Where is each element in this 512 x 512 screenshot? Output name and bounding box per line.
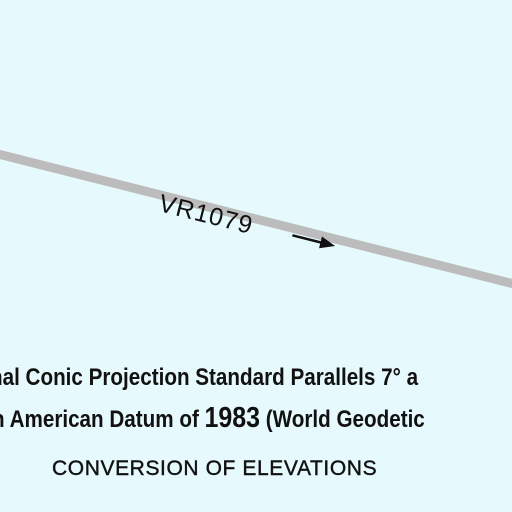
arrow-right-icon [292, 234, 336, 249]
route-label: VR1079 [156, 189, 256, 240]
projection-note: nal Conic Projection Standard Parallels … [0, 364, 418, 392]
datum-note: n American Datum of 1983 (World Geodetic [0, 402, 425, 435]
route-label-group: VR1079 [156, 189, 336, 249]
vr-route-line [0, 149, 512, 289]
datum-prefix: n American Datum of [0, 406, 205, 433]
conversion-heading: CONVERSION OF ELEVATIONS [52, 457, 377, 481]
datum-suffix: (World Geodetic [260, 406, 425, 433]
projection-text: nal Conic Projection Standard Parallels … [0, 364, 419, 391]
datum-year: 1983 [204, 402, 261, 434]
conversion-heading-text: CONVERSION OF ELEVATIONS [52, 457, 378, 480]
